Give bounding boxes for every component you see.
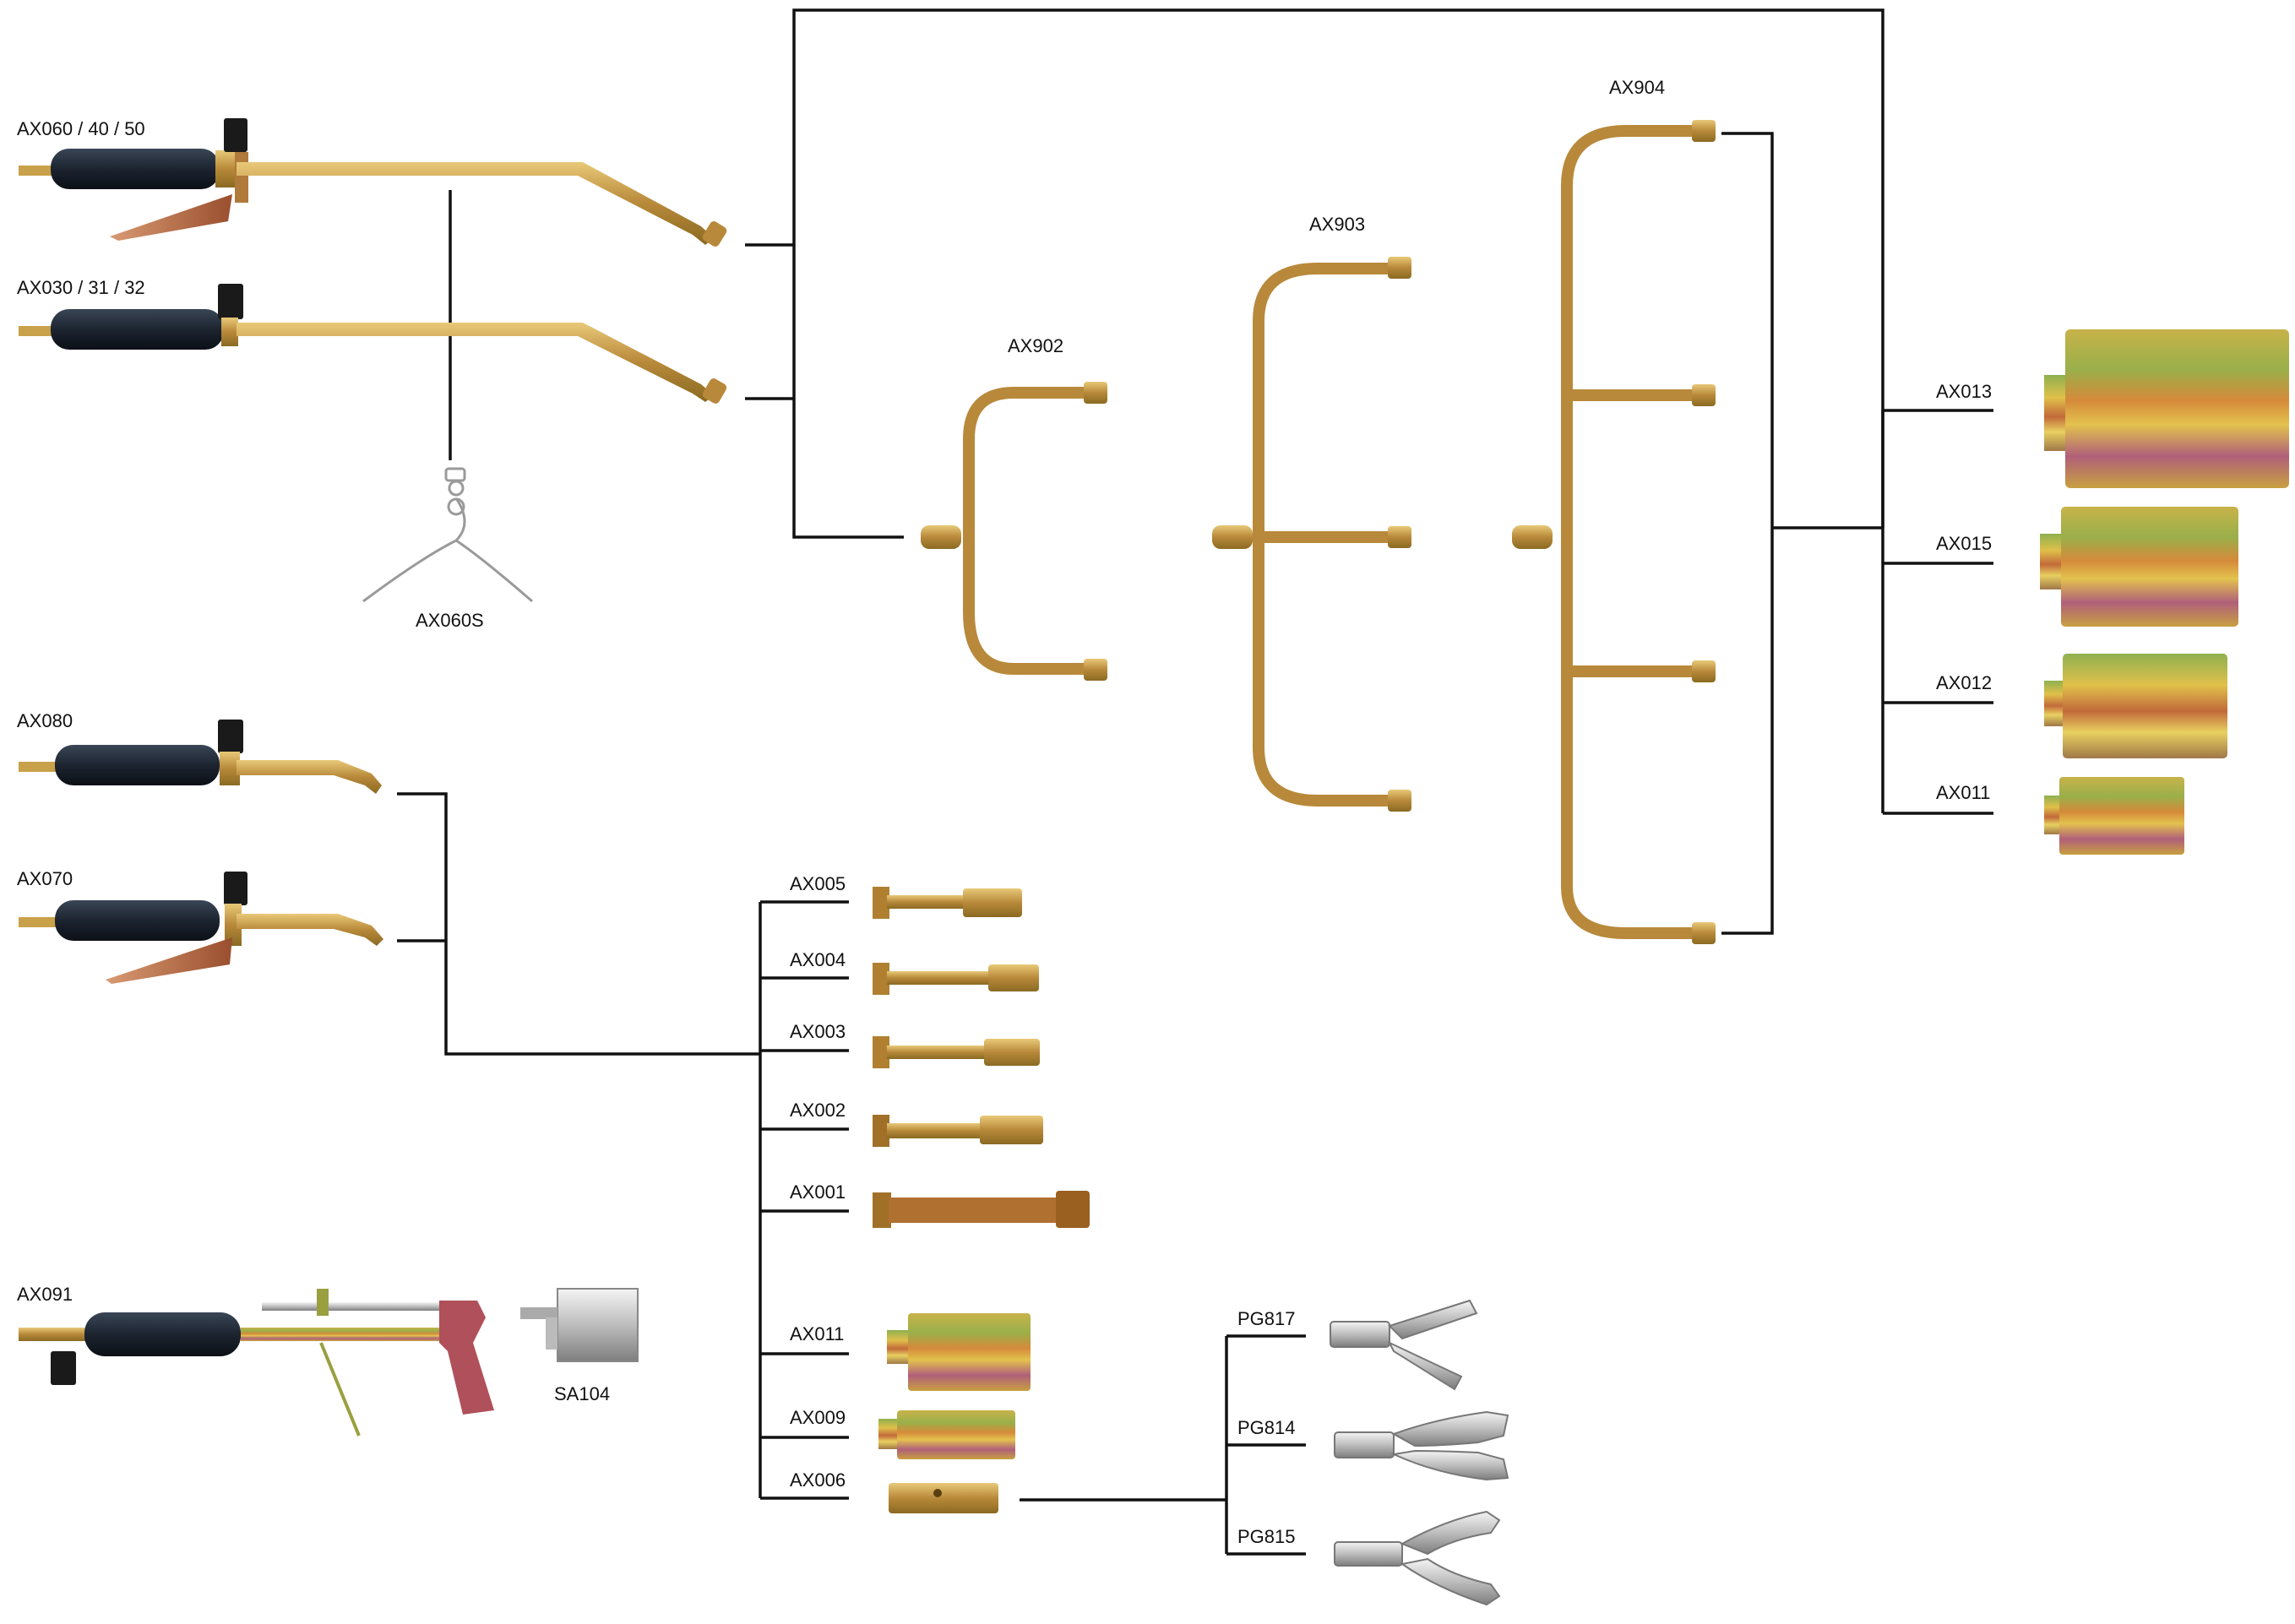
torch-ax070-image	[19, 872, 383, 984]
burner-ax012-image	[2044, 654, 2227, 758]
label-ax009: AX009	[790, 1407, 846, 1428]
top-loop-line	[792, 8, 1884, 528]
label-ax006: AX006	[790, 1469, 846, 1491]
burner-ax011-right-image	[2044, 777, 2184, 855]
label-ax011-right: AX011	[1936, 782, 1991, 803]
label-ax902: AX902	[1008, 335, 1064, 356]
manifold-ax903-image	[1212, 257, 1411, 812]
label-ax080: AX080	[17, 710, 73, 731]
torch-ax080-image	[19, 720, 382, 794]
label-ax013: AX013	[1936, 381, 1993, 402]
sa104-image	[520, 1288, 639, 1362]
label-pg817: PG817	[1237, 1308, 1296, 1329]
connector-lines	[397, 8, 1993, 1556]
nozzle-ax009-image	[878, 1410, 1015, 1459]
torch-ax091-image	[19, 1289, 494, 1437]
spreader-pg815-image	[1334, 1510, 1501, 1606]
manifold-ax904-image	[1512, 120, 1716, 944]
label-ax004: AX004	[790, 949, 846, 970]
label-ax060s: AX060S	[416, 610, 484, 631]
nozzle-ax001-image	[873, 1191, 1090, 1228]
ax904-bracket	[1721, 132, 1774, 935]
label-ax060: AX060 / 40 / 50	[17, 118, 145, 139]
label-ax015: AX015	[1936, 533, 1993, 554]
label-ax003: AX003	[790, 1021, 846, 1042]
nozzle-ax003-image	[873, 1036, 1040, 1068]
manifold-ax902-image	[921, 382, 1107, 681]
label-ax030: AX030 / 31 / 32	[17, 277, 145, 298]
label-ax070: AX070	[17, 868, 73, 889]
striker-ax060s-image	[362, 467, 533, 603]
torch-ax030-image	[19, 284, 727, 404]
nozzle-ax006-image	[889, 1483, 998, 1513]
nozzle-ax011-mid-image	[887, 1313, 1031, 1391]
burner-ax015-image	[2040, 507, 2238, 627]
label-ax002: AX002	[790, 1100, 846, 1121]
label-ax011-mid: AX011	[790, 1323, 845, 1344]
label-sa104: SA104	[554, 1383, 611, 1404]
torch-ax060-image	[19, 118, 727, 247]
label-pg815: PG815	[1237, 1526, 1296, 1547]
label-pg814: PG814	[1237, 1417, 1296, 1438]
label-ax091: AX091	[17, 1284, 73, 1305]
label-ax904: AX904	[1609, 77, 1666, 98]
burner-ax013-image	[2044, 329, 2289, 488]
label-ax012: AX012	[1936, 672, 1993, 693]
nozzle-ax004-image	[873, 963, 1039, 995]
to-ax902-line	[792, 397, 904, 539]
label-ax001: AX001	[790, 1181, 846, 1203]
nozzle-ax005-image	[873, 887, 1022, 919]
nozzle-ax002-image	[873, 1115, 1043, 1147]
spreader-pg814-image	[1334, 1410, 1509, 1481]
label-ax903: AX903	[1309, 214, 1366, 235]
ax080-link	[397, 792, 760, 1056]
label-ax005: AX005	[790, 873, 846, 894]
spreader-pg817-image	[1330, 1299, 1478, 1391]
